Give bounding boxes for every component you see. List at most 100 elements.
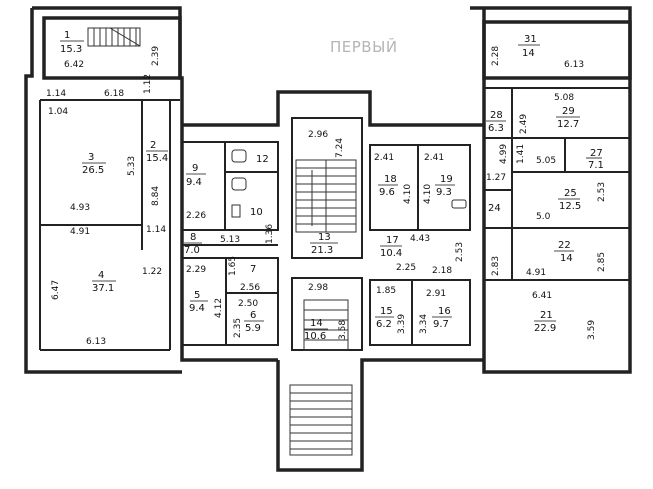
stair-top-left — [87, 27, 141, 47]
dim-label: 4.93 — [70, 203, 90, 213]
room-16: 16 9.7 — [432, 306, 452, 330]
room-number: 4 — [98, 270, 104, 281]
room-area: 9.3 — [436, 187, 452, 198]
fixtures — [231, 149, 467, 218]
stair-entrance — [289, 299, 353, 456]
room-28: 28 6.3 — [486, 110, 506, 134]
room-24-number: 24 — [488, 203, 501, 214]
room-4: 4 37.1 — [92, 270, 116, 294]
dim-label: 4.91 — [70, 227, 90, 237]
room-labels: 1 15.3 2 15.4 3 26.5 4 37.1 5 9.4 6 5.9 — [60, 30, 604, 342]
toilet-1 — [231, 149, 247, 163]
room-number: 27 — [590, 148, 603, 159]
inner-walls — [39, 87, 630, 351]
room-area: 9.7 — [433, 319, 449, 330]
dim-label: 3.34 — [419, 314, 429, 334]
dimension-labels: 6.42 2.39 1.14 6.18 1.12 1.04 5.33 8.84 … — [46, 46, 607, 347]
room-area: 9.4 — [189, 303, 205, 314]
dim-label: 1.22 — [142, 267, 162, 277]
dim-label: 2.35 — [233, 318, 243, 338]
dim-label: 2.49 — [519, 114, 529, 134]
room-number: 16 — [438, 306, 451, 317]
dim-label: 4.91 — [526, 268, 546, 278]
dim-label: 2.53 — [455, 242, 465, 262]
dim-label: 1.12 — [143, 74, 153, 94]
dim-label: 6.18 — [104, 89, 124, 99]
room-number: 31 — [524, 34, 537, 45]
dim-label: 3.58 — [338, 320, 348, 340]
room-number: 13 — [318, 232, 331, 243]
room-area: 14 — [560, 253, 573, 264]
room-area: 26.5 — [82, 165, 104, 176]
room-31: 31 14 — [518, 34, 540, 59]
room-27: 27 7.1 — [586, 148, 604, 171]
room-7-number: 7 — [250, 264, 256, 275]
room-number: 1 — [64, 30, 70, 41]
room-area: 21.3 — [311, 245, 333, 256]
dim-label: 1.04 — [48, 107, 68, 117]
floor-title: ПЕРВЫЙ — [330, 37, 398, 56]
dim-label: 2.26 — [186, 211, 206, 221]
room-18: 18 9.6 — [378, 174, 398, 198]
room-area: 9.6 — [379, 187, 395, 198]
room-29: 29 12.7 — [556, 106, 580, 130]
room-area: 7.0 — [184, 245, 200, 256]
room-22: 22 14 — [554, 240, 574, 264]
dim-label: 5.13 — [220, 235, 240, 245]
room-21: 21 22.9 — [534, 310, 556, 334]
room-6: 6 5.9 — [244, 310, 264, 334]
dim-label: 5.08 — [554, 93, 574, 103]
room-number: 25 — [564, 188, 577, 199]
stairs — [87, 27, 357, 456]
room-25: 25 12.5 — [558, 188, 581, 212]
dim-label: 8.84 — [151, 186, 161, 206]
dim-label: 2.41 — [424, 153, 444, 163]
dim-label: 4.10 — [403, 184, 413, 204]
dim-label: 1.14 — [146, 225, 166, 235]
dim-label: 2.41 — [374, 153, 394, 163]
walls — [24, 6, 632, 472]
room-1: 1 15.3 — [60, 30, 84, 55]
dim-label: 5.33 — [127, 156, 137, 176]
room-area: 12.7 — [557, 119, 579, 130]
room-8: 8 7.0 — [184, 232, 202, 256]
dim-label: 4.43 — [410, 234, 430, 244]
room-area: 7.1 — [588, 160, 604, 171]
dim-label: 2.91 — [426, 289, 446, 299]
room-area: 15.4 — [146, 153, 168, 164]
dim-label: 4.99 — [499, 144, 509, 164]
room-number: 3 — [88, 152, 94, 163]
room-area: 15.3 — [60, 44, 82, 55]
room-area: 37.1 — [92, 283, 114, 294]
sink — [231, 204, 241, 218]
dim-label: 1.14 — [46, 89, 66, 99]
dim-label: 6.47 — [51, 280, 61, 300]
room-area: 22.9 — [534, 323, 556, 334]
room-area: 10.4 — [380, 248, 402, 259]
dim-label: 6.41 — [532, 291, 552, 301]
room-number: 14 — [310, 318, 323, 329]
dim-label: 3.39 — [397, 314, 407, 334]
toilet-2 — [231, 177, 247, 191]
dim-label: 5.0 — [536, 212, 551, 222]
dim-label: 4.10 — [423, 184, 433, 204]
dim-label: 5.05 — [536, 156, 556, 166]
room-number: 9 — [192, 163, 198, 174]
room-19: 19 9.3 — [435, 174, 455, 198]
room-3: 3 26.5 — [82, 152, 106, 176]
room-10-number: 10 — [250, 207, 263, 218]
dim-label: 6.13 — [86, 337, 106, 347]
dim-label: 2.28 — [491, 46, 501, 66]
dim-label: 2.29 — [186, 265, 206, 275]
room-number: 22 — [558, 240, 571, 251]
dim-label: 4.12 — [214, 298, 224, 318]
room-number: 19 — [440, 174, 453, 185]
room-area: 5.9 — [245, 323, 261, 334]
dim-label: 2.50 — [238, 299, 258, 309]
room-area: 9.4 — [186, 177, 202, 188]
room-13: 13 21.3 — [310, 232, 338, 256]
dim-label: 1.85 — [376, 286, 396, 296]
room-area: 14 — [522, 48, 535, 59]
room-12-number: 12 — [256, 154, 269, 165]
room-area: 12.5 — [559, 201, 581, 212]
